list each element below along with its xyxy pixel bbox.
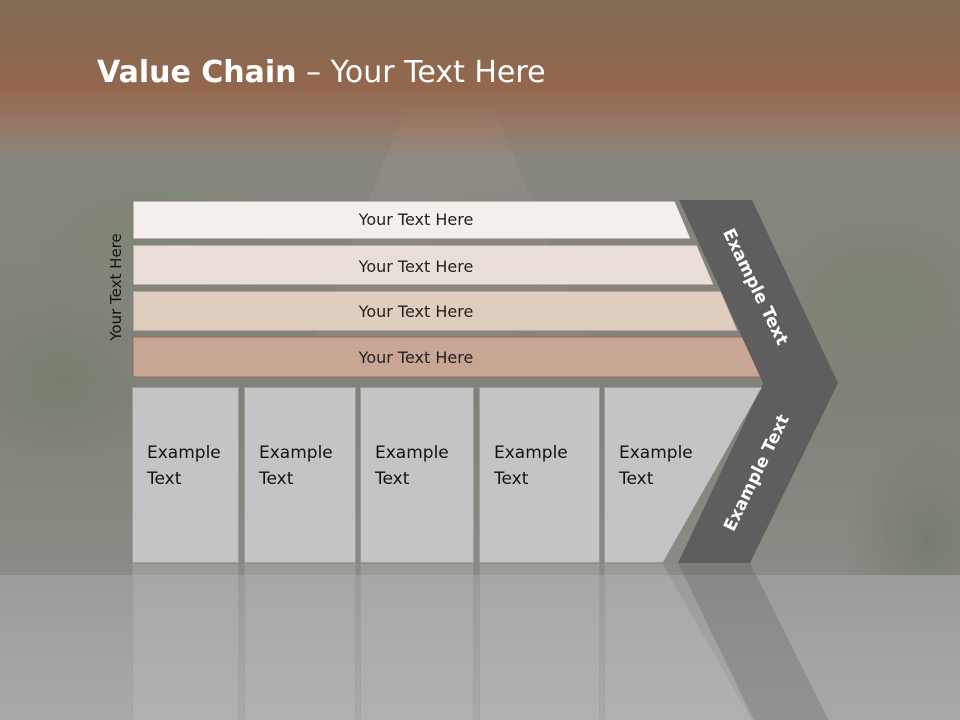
box-line2: Text xyxy=(375,469,410,489)
title-bold: Value Chain xyxy=(97,55,297,90)
margin-arrow xyxy=(678,200,838,563)
support-bar-shape xyxy=(132,290,739,332)
support-bar: Your Text Here xyxy=(132,244,715,286)
background-water xyxy=(0,575,960,720)
box-line1: Example xyxy=(147,443,221,463)
support-bar-label: Your Text Here xyxy=(358,210,474,229)
support-bar-label: Your Text Here xyxy=(358,348,474,367)
support-bar-shape xyxy=(132,200,692,240)
header-band xyxy=(0,0,960,160)
support-bar: Your Text Here xyxy=(132,336,764,378)
title-rest: – Your Text Here xyxy=(296,55,546,90)
support-bar-shape xyxy=(132,244,715,286)
box-line2: Text xyxy=(147,469,182,489)
support-bar-label: Your Text Here xyxy=(358,257,474,276)
box-line1: Example xyxy=(375,443,449,463)
box-line2: Text xyxy=(494,469,529,489)
box-line1: Example xyxy=(494,443,568,463)
box-line1: Example xyxy=(259,443,333,463)
support-bar-label: Your Text Here xyxy=(358,302,474,321)
box-line1: Example xyxy=(619,443,693,463)
box-line2: Text xyxy=(619,469,654,489)
box-line2: Text xyxy=(259,469,294,489)
support-bar: Your Text Here xyxy=(132,290,739,332)
slide-title: Value Chain – Your Text Here xyxy=(97,55,546,90)
support-bar: Your Text Here xyxy=(132,200,692,240)
